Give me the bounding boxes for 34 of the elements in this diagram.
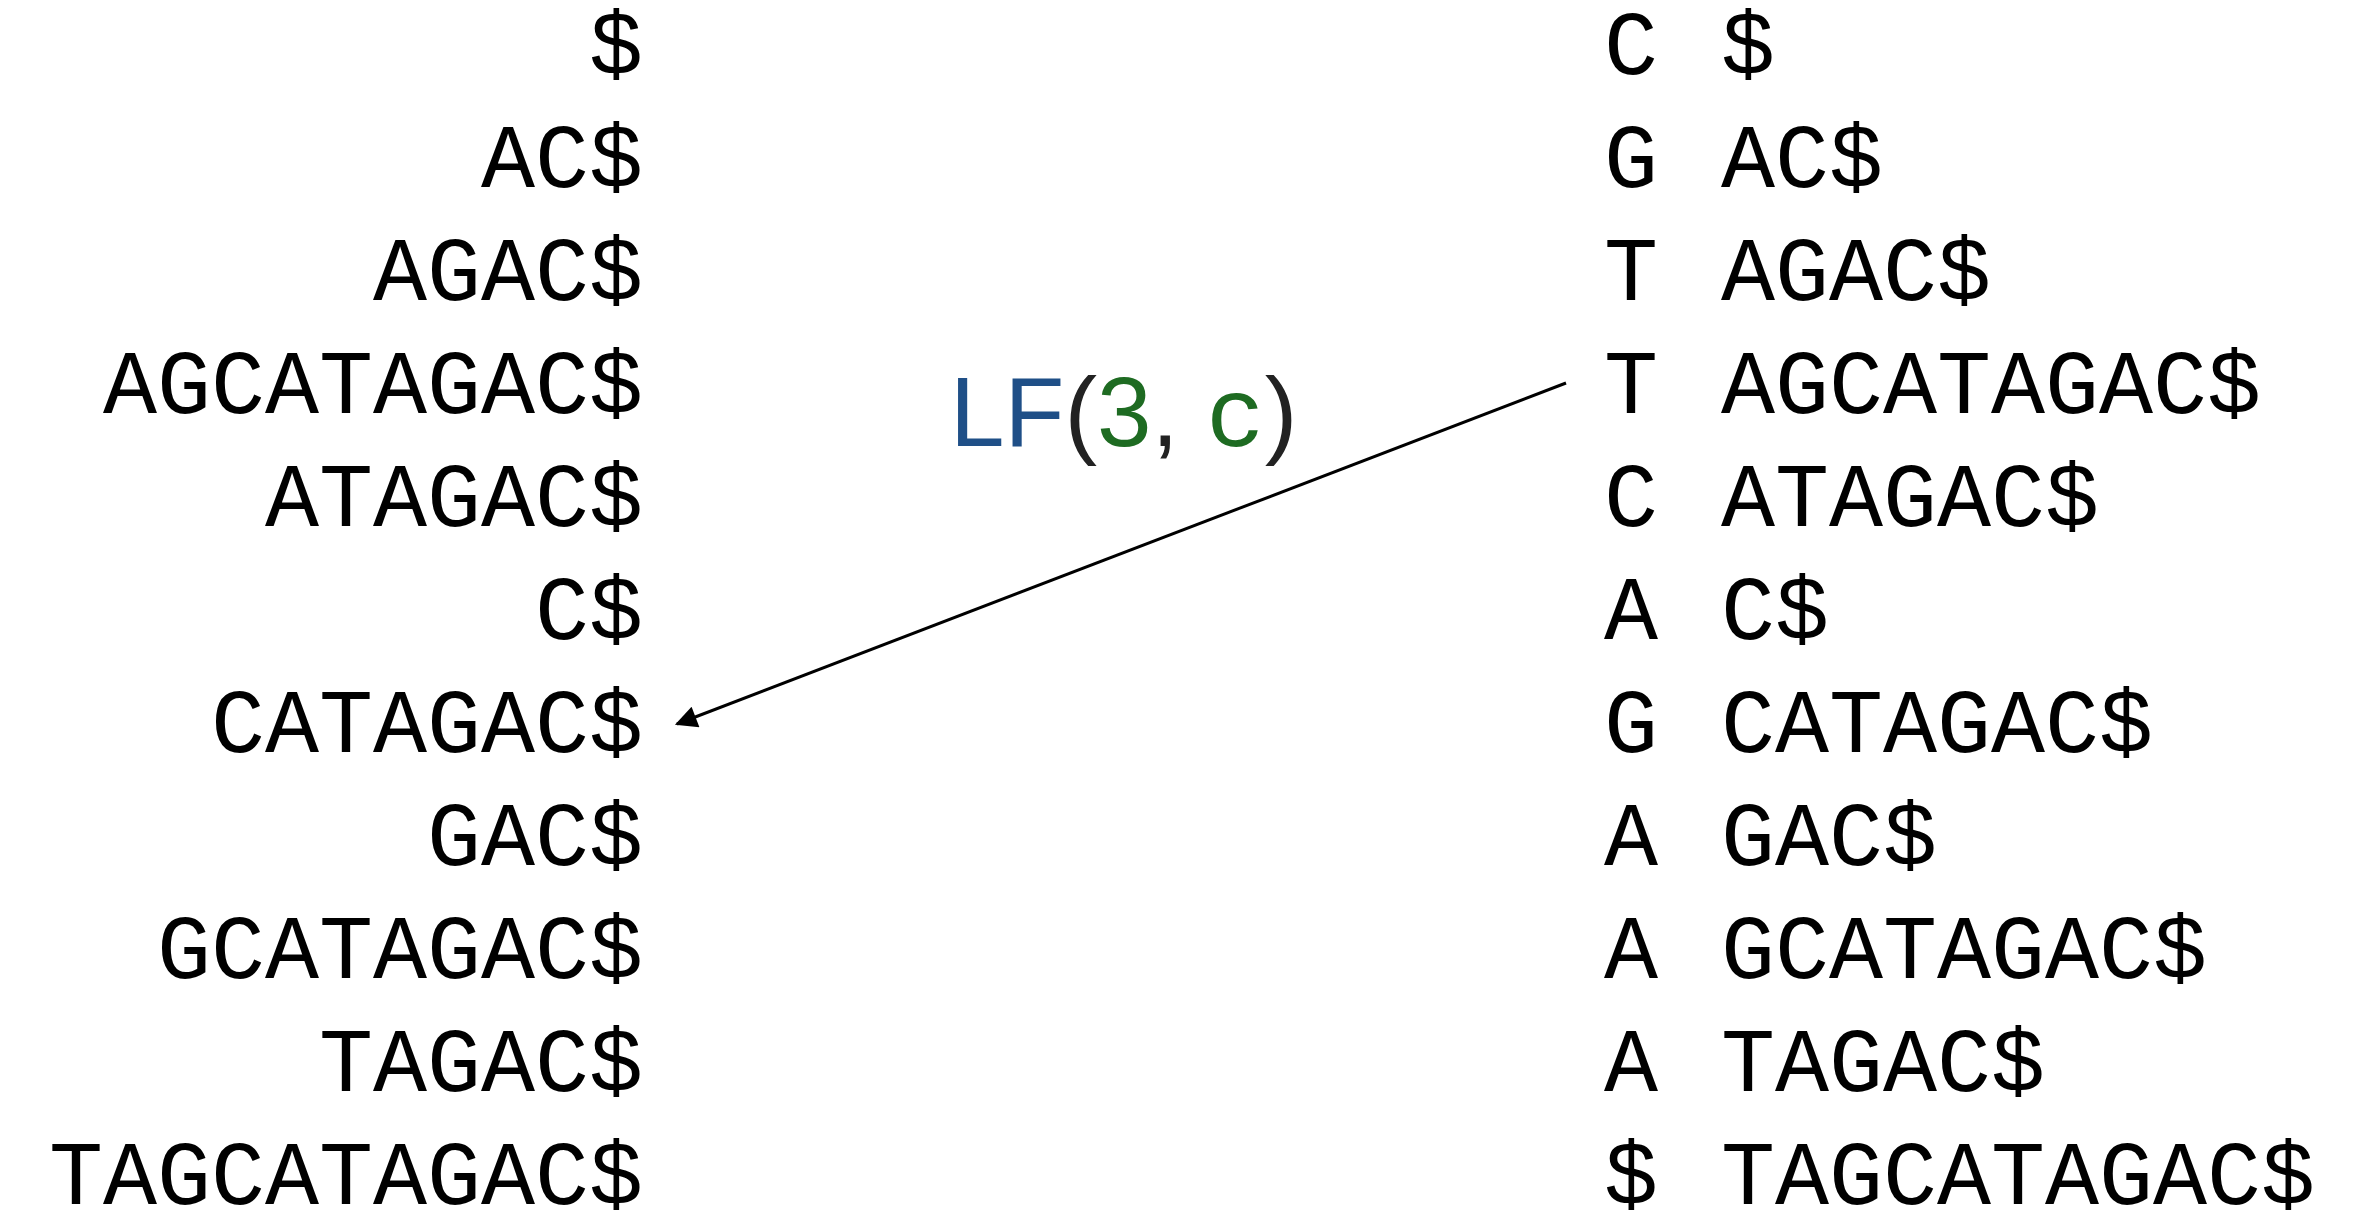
bwt-character: T xyxy=(1604,341,1658,437)
suffix-text: $ xyxy=(1721,2,1775,98)
suffix-text: TAGAC$ xyxy=(1721,1019,2046,1115)
suffix-text: ATAGAC$ xyxy=(264,454,643,550)
suffix-text: AGAC$ xyxy=(372,228,643,324)
suffix-text: CATAGAC$ xyxy=(210,680,643,776)
bwt-character: $ xyxy=(1604,1132,1658,1228)
suffix-text: ATAGAC$ xyxy=(1721,454,2100,550)
suffix-text: AGCATAGAC$ xyxy=(102,341,643,437)
suffix-text: GCATAGAC$ xyxy=(1721,906,2208,1002)
suffix-text: TAGCATAGAC$ xyxy=(48,1132,643,1228)
bwt-character: C xyxy=(1604,454,1658,550)
bwt-character: A xyxy=(1604,1019,1658,1115)
suffix-text: GAC$ xyxy=(426,793,643,889)
bwt-character: T xyxy=(1604,228,1658,324)
bwt-character: G xyxy=(1604,680,1658,776)
suffix-text: TAGAC$ xyxy=(318,1019,643,1115)
suffix-text: C$ xyxy=(534,567,643,663)
suffix-text: AGAC$ xyxy=(1721,228,1992,324)
suffix-text: GCATAGAC$ xyxy=(156,906,643,1002)
suffix-text: TAGCATAGAC$ xyxy=(1721,1132,2316,1228)
suffix-text: AC$ xyxy=(1721,115,1884,211)
bwt-character: A xyxy=(1604,793,1658,889)
arrow xyxy=(674,381,1567,728)
suffix-text: CATAGAC$ xyxy=(1721,680,2154,776)
suffix-text: AC$ xyxy=(480,115,643,211)
bwt-character: A xyxy=(1604,567,1658,663)
suffix-text: $ xyxy=(589,2,643,98)
suffix-text: C$ xyxy=(1721,567,1830,663)
bwt-character: C xyxy=(1604,2,1658,98)
bwt-character: G xyxy=(1604,115,1658,211)
suffix-text: AGCATAGAC$ xyxy=(1721,341,2262,437)
suffix-text: GAC$ xyxy=(1721,793,1938,889)
bwt-character: A xyxy=(1604,906,1658,1002)
